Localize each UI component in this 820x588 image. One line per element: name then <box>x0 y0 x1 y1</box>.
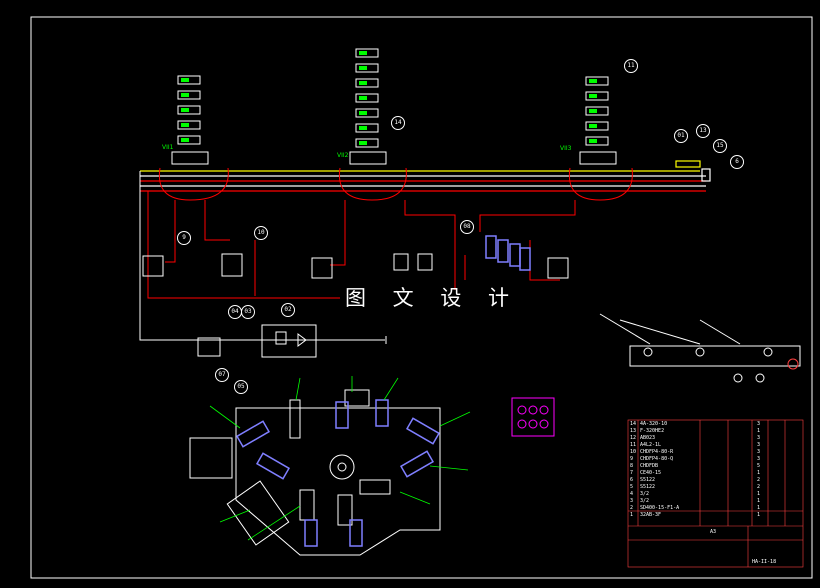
balloon-13: 13 <box>696 124 710 138</box>
balloon-11: 11 <box>624 59 638 73</box>
balloon-05: 05 <box>234 380 248 394</box>
leader-lines <box>209 376 471 541</box>
valve-stack-mid <box>349 48 387 165</box>
balloon-15: 15 <box>713 139 727 153</box>
cylinders <box>485 235 531 271</box>
valve-stack-left <box>171 75 209 165</box>
balloon-04: 04 <box>228 305 242 319</box>
electric-circuit <box>599 313 801 383</box>
balloon-08: 08 <box>460 220 474 234</box>
balloon-01: 01 <box>674 129 688 143</box>
watermark-text: 图 文 设 计 <box>345 286 520 310</box>
supply-lines <box>139 171 387 344</box>
balloon-07: 07 <box>215 368 229 382</box>
title-block-scale: A3 <box>710 529 717 535</box>
valve-group-label-2: VII2 <box>337 152 349 159</box>
balloon-02: 02 <box>281 303 295 317</box>
valve-group-label-3: VII3 <box>560 145 572 152</box>
connector-block <box>511 397 555 437</box>
valve-group-label-1: VII1 <box>162 144 174 151</box>
drawing-frame <box>30 16 813 579</box>
branch-lines <box>147 191 576 299</box>
balloon-14: 14 <box>391 116 405 130</box>
pipe-loops <box>158 167 633 201</box>
balloon-9: 9 <box>177 231 191 245</box>
balloon-6: 6 <box>730 155 744 169</box>
main-manifold <box>140 160 711 192</box>
actuators <box>142 253 569 279</box>
valve-stack-right <box>579 76 617 165</box>
fixture-cylinders <box>235 399 441 547</box>
balloon-03: 03 <box>241 305 255 319</box>
fixture-plate <box>189 389 441 556</box>
frl-unit <box>197 324 317 358</box>
balloon-10: 10 <box>254 226 268 240</box>
parts-list-grid <box>627 419 804 568</box>
title-block-drawing-no: HA-II-18 <box>752 559 777 565</box>
valve-coils <box>181 51 597 145</box>
